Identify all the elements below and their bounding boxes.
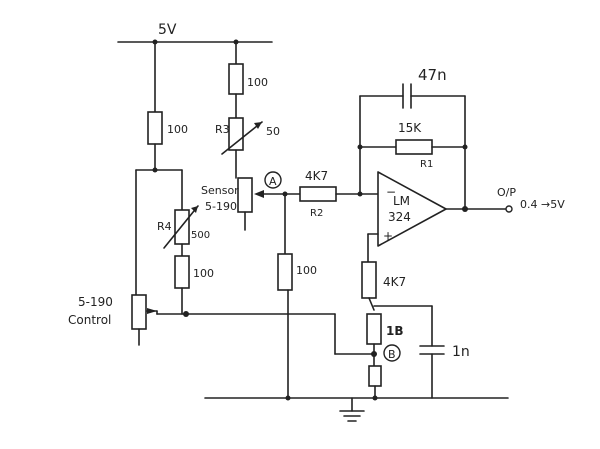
junction-dot bbox=[372, 395, 378, 401]
r3-variable-arrow bbox=[221, 121, 263, 155]
r4-variable-arrow bbox=[163, 205, 199, 249]
control-potentiometer bbox=[131, 294, 147, 330]
opamp-label-2: 324 bbox=[388, 210, 411, 224]
resistor-r3-top-label: 100 bbox=[247, 76, 268, 89]
output-terminal bbox=[505, 205, 513, 213]
junction-dot bbox=[285, 395, 291, 401]
opamp-plus: + bbox=[383, 229, 393, 243]
r2-value: 4K7 bbox=[305, 169, 328, 183]
node-a-marker bbox=[264, 171, 282, 189]
resistor-left-top bbox=[147, 111, 163, 145]
resistor-left-mid bbox=[174, 255, 190, 289]
resistor-left-top-label: 100 bbox=[167, 123, 188, 136]
resistor-bottom-label: 1B bbox=[386, 324, 404, 338]
sensor-label-2: 5-190 bbox=[205, 200, 237, 213]
junction-dot bbox=[462, 206, 468, 212]
opamp-minus: − bbox=[386, 185, 396, 199]
supply-label: 5V bbox=[158, 22, 177, 38]
r4-name: R4 bbox=[157, 220, 172, 233]
r2-name: R2 bbox=[310, 208, 323, 219]
resistor-r1 bbox=[395, 139, 433, 155]
r4-value: 500 bbox=[191, 230, 210, 241]
wire bbox=[368, 297, 375, 311]
resistor-bottom bbox=[366, 313, 382, 345]
control-label-2: Control bbox=[68, 313, 111, 327]
r3-arrow-head bbox=[254, 122, 262, 129]
resistor-bottom-small bbox=[368, 365, 382, 387]
resistor-mid-vertical-label: 100 bbox=[296, 264, 317, 277]
junction-dot bbox=[371, 351, 377, 357]
resistor-left-mid-label: 100 bbox=[193, 267, 214, 280]
resistor-noninv bbox=[361, 261, 377, 299]
capacitor-bottom-label: 1n bbox=[452, 344, 470, 360]
resistor-r3 bbox=[228, 117, 244, 151]
resistor-r2 bbox=[299, 186, 337, 202]
r3-value: 50 bbox=[266, 125, 280, 138]
r1-value: 15K bbox=[398, 121, 422, 135]
sensor-potentiometer bbox=[237, 177, 253, 213]
node-b-marker bbox=[383, 344, 401, 362]
output-range: 0.4 →5V bbox=[520, 198, 565, 211]
node-a-label: A bbox=[269, 175, 277, 188]
resistor-noninv-label: 4K7 bbox=[383, 275, 406, 289]
junction-dot bbox=[357, 144, 363, 150]
opamp-label-1: LM bbox=[393, 194, 410, 208]
resistor-r3-top bbox=[228, 63, 244, 95]
r1-name: R1 bbox=[420, 159, 433, 170]
node-b-label: B bbox=[388, 348, 396, 361]
opamp-symbol bbox=[377, 171, 447, 247]
capacitor-feedback-label: 47n bbox=[418, 66, 447, 84]
control-label-1: 5-190 bbox=[78, 295, 113, 309]
sensor-wiper-arrow bbox=[254, 190, 264, 198]
resistor-mid-vertical bbox=[277, 253, 293, 291]
r4-arrow-head bbox=[191, 206, 198, 213]
r3-name: R3 bbox=[215, 123, 230, 136]
output-label: O/P bbox=[497, 186, 516, 199]
sensor-label-1: Sensor bbox=[201, 184, 239, 197]
